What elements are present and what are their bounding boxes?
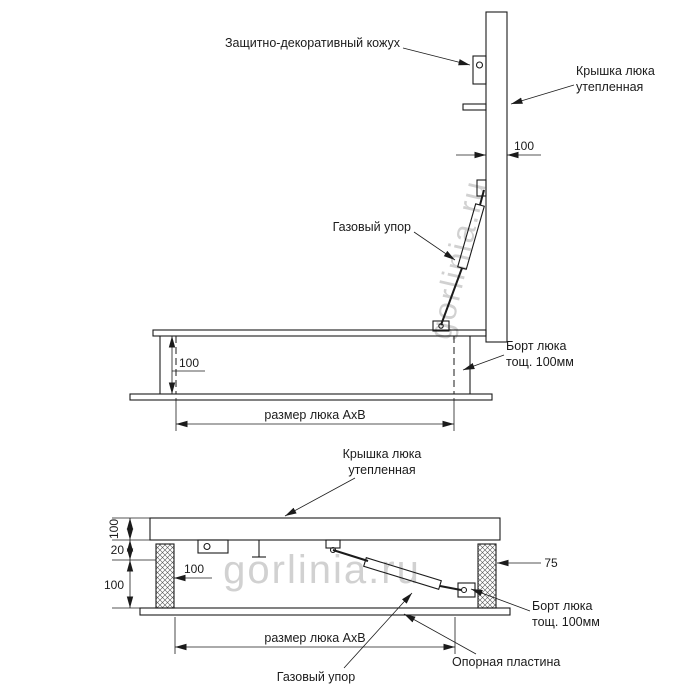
cover-pin <box>252 540 266 558</box>
bottom-plate <box>129 393 493 401</box>
dim-inner-100: 100 <box>174 562 212 582</box>
dim-text: 100 <box>514 139 534 153</box>
strut-cylinder <box>457 203 485 270</box>
label-text: Газовый упор <box>333 220 411 234</box>
label-casing: Защитно-декоративный кожух <box>225 36 471 66</box>
bracket-body <box>197 539 229 554</box>
dim-text: размер люка AxB <box>264 631 365 645</box>
label-bort-bottom: Борт люка тощ. 100мм <box>470 588 600 629</box>
label-cover-bottom: Крышка люка утепленная <box>284 447 422 517</box>
label-text: Борт люка <box>506 339 566 353</box>
lid-handle <box>462 103 487 111</box>
hatch-flange <box>152 329 487 337</box>
dim-text: 100 <box>179 356 199 370</box>
leader-line <box>470 588 531 612</box>
hatch-lid-open <box>485 11 508 343</box>
hatch-cover-closed <box>149 517 501 541</box>
dim-hatch-size-bottom: размер люка AxB <box>174 617 456 654</box>
label-support-plate: Опорная пластина <box>403 613 560 669</box>
dim-left-chain: 100 20 100 <box>104 517 156 609</box>
label-gas-strut-bottom: Газовый упор <box>277 592 413 684</box>
right-wall <box>477 543 497 609</box>
protective-casing <box>472 55 487 85</box>
dim-text: 100 <box>107 519 121 539</box>
label-bort-top: Борт люка тощ. 100мм <box>462 339 574 371</box>
label-text: утепленная <box>348 463 415 477</box>
label-text: Крышка люка <box>343 447 422 461</box>
leader-line <box>413 231 456 261</box>
casing-hole <box>475 61 484 69</box>
casing-body <box>472 55 487 85</box>
strut-upper-bracket <box>476 179 487 197</box>
leader-line <box>403 613 477 655</box>
label-text: тощ. 100мм <box>506 355 574 369</box>
left-wall <box>155 543 175 609</box>
label-text: Борт люка <box>532 599 592 613</box>
bracket-hole <box>203 542 211 551</box>
label-gas-strut-top: Газовый упор <box>333 220 456 261</box>
label-text: Опорная пластина <box>452 655 560 669</box>
label-cover-top: Крышка люка утепленная <box>510 64 655 105</box>
dim-text: 20 <box>111 543 125 557</box>
leader-line <box>462 354 505 371</box>
gas-strut-open <box>432 179 487 332</box>
strut-lower-bracket <box>432 320 450 332</box>
label-text: Защитно-декоративный кожух <box>225 36 401 50</box>
support-plate <box>139 607 511 616</box>
dim-text: размер люка AxB <box>264 408 365 422</box>
dim-bort-height: 100 <box>168 336 205 394</box>
dim-text: 100 <box>104 578 124 592</box>
lock-bracket <box>197 539 229 554</box>
leader-line <box>284 477 356 517</box>
gas-strut-closed <box>325 539 476 598</box>
label-text: утепленная <box>576 80 643 94</box>
strut-rod-upper <box>332 549 369 562</box>
top-view: 100 100 размер люка AxB Защитно-декорати… <box>129 11 655 431</box>
strut-rod-upper <box>479 189 485 206</box>
leader-line <box>343 592 413 669</box>
leader-line <box>510 84 575 105</box>
label-text: тощ. 100мм <box>532 615 600 629</box>
watermark-horizontal: gorlinia.ru <box>223 548 421 592</box>
label-text: Газовый упор <box>277 670 355 684</box>
dim-lid-thickness: 100 <box>456 139 541 159</box>
strut-lower-pivot <box>460 586 468 594</box>
dim-hatch-size-top: размер люка AxB <box>175 398 455 431</box>
dim-text: 100 <box>184 562 204 576</box>
strut-rod-lower <box>440 267 463 326</box>
strut-cylinder <box>363 557 442 590</box>
bottom-view: 100 20 100 100 75 размер люка AxB Крышка… <box>104 447 600 684</box>
dim-text: 75 <box>544 556 558 570</box>
label-text: Крышка люка <box>576 64 655 78</box>
dim-right-75: 75 <box>497 556 558 570</box>
leader-line <box>402 47 471 66</box>
